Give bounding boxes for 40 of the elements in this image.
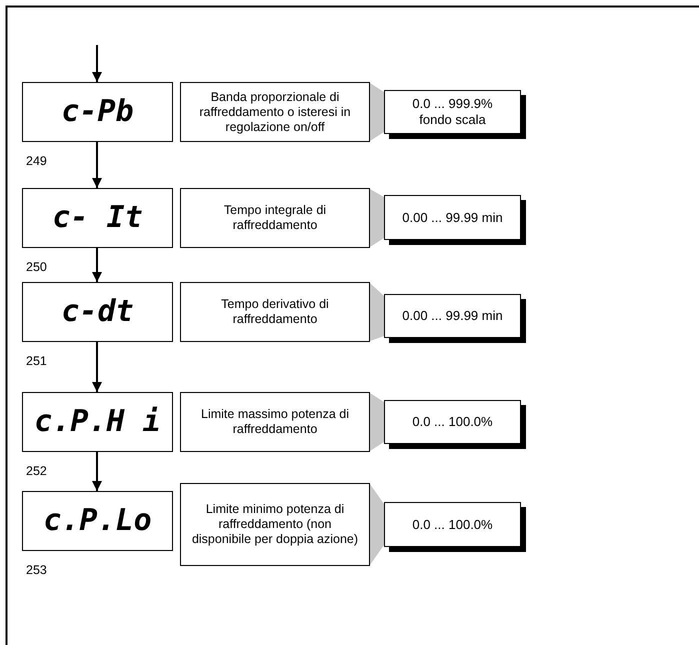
- display-readout: c-dt: [61, 295, 134, 329]
- description-box: [180, 483, 370, 566]
- arrow: [92, 248, 102, 282]
- display-readout: c-Pb: [61, 95, 134, 129]
- value-range: 0.0 ... 999.9% fondo scala: [411, 96, 494, 128]
- value-range: 0.0 ... 100.0%: [412, 414, 493, 430]
- display-box: [22, 188, 173, 248]
- parameter-number: 250: [26, 260, 47, 275]
- display-box: [22, 491, 173, 551]
- description-text: Limite minimo potenza di raffreddamento (non disponibile per doppia azione): [190, 502, 360, 547]
- description-box: [180, 392, 370, 452]
- arrow: [92, 342, 102, 392]
- parameter-number: 249: [26, 154, 47, 169]
- connector-wedge: [370, 189, 384, 247]
- description-text: Banda proporzionale di raffreddamento o isteresi in regolazione on/off: [198, 90, 352, 134]
- display-readout: c.P.Lo: [43, 504, 152, 538]
- description-text: Tempo derivativo di raffreddamento: [220, 297, 330, 327]
- description-box: [180, 188, 370, 248]
- arrow: [92, 452, 102, 491]
- connector-wedge: [370, 83, 384, 141]
- description-box: [180, 82, 370, 142]
- value-range: 0.00 ... 99.99 min: [402, 210, 503, 226]
- description-text: Tempo integrale di raffreddamento: [222, 203, 328, 233]
- display-box: [22, 392, 173, 452]
- description-text: Limite massimo potenza di raffreddamento: [200, 407, 350, 437]
- value-range: 0.0 ... 100.0%: [412, 516, 493, 532]
- display-readout: c- It: [52, 201, 143, 235]
- display-box: [22, 82, 173, 142]
- parameter-number: 251: [26, 354, 47, 369]
- connector-wedge: [370, 484, 384, 565]
- parameter-number: 253: [26, 563, 47, 578]
- arrow: [92, 45, 102, 82]
- display-readout: c.P.H i: [34, 405, 161, 439]
- value-range: 0.00 ... 99.99 min: [402, 308, 503, 324]
- description-box: [180, 282, 370, 342]
- arrow: [92, 142, 102, 188]
- connector-wedge: [370, 283, 384, 341]
- display-box: [22, 282, 173, 342]
- connector-wedge: [370, 393, 384, 451]
- parameter-number: 252: [26, 464, 47, 479]
